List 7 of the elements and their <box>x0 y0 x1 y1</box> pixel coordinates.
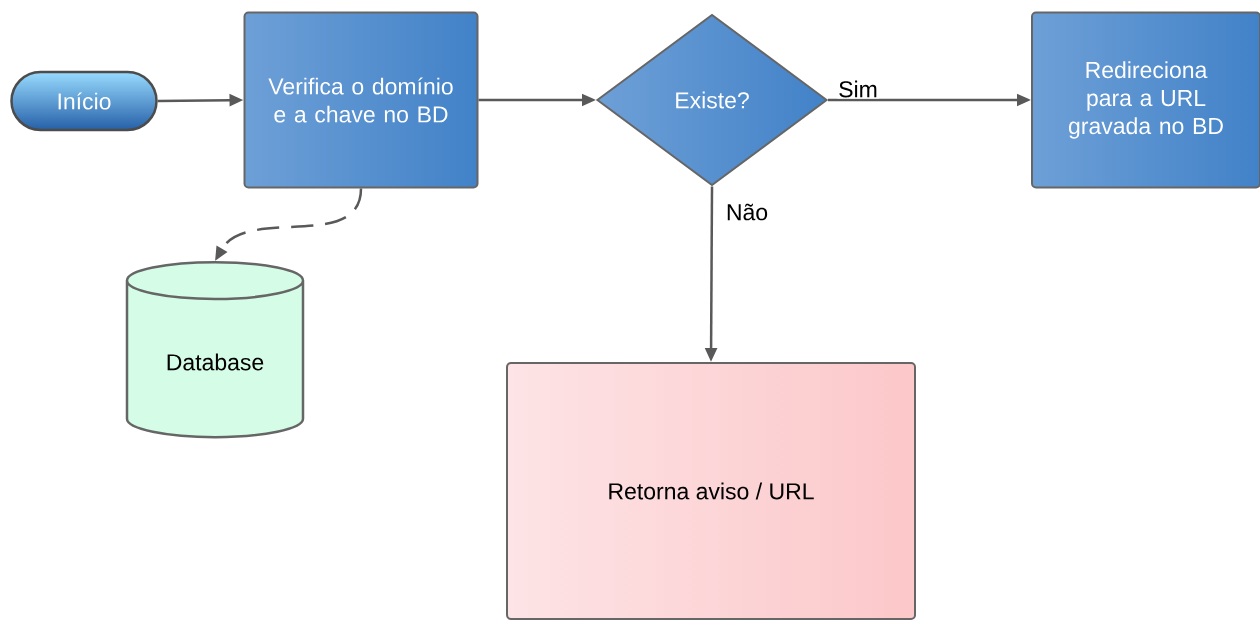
process-box: Verifica o domínio e a chave no BD <box>243 11 479 189</box>
result-box: Retorna aviso / URL <box>506 362 916 620</box>
start-terminal: Início <box>10 70 158 132</box>
edge-label: Sim <box>837 79 879 99</box>
edge-label: Não <box>724 202 770 222</box>
process-box: Redireciona para a URL gravada no BD <box>1031 11 1260 189</box>
database-cylinder: Database <box>125 260 305 439</box>
